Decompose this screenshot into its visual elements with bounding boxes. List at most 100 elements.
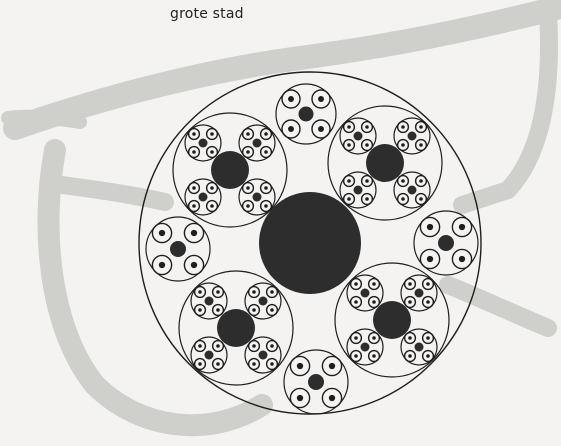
hamlet-dot [270, 290, 274, 294]
hamlet-dot [192, 150, 196, 154]
village-cluster [185, 179, 221, 215]
central-city-dot [259, 192, 361, 294]
road-top-left [8, 117, 80, 122]
hamlet-dot [198, 290, 202, 294]
village-cluster [340, 118, 376, 154]
hamlet-dot [264, 150, 268, 154]
hamlet-dot [318, 96, 324, 102]
village-dot [205, 351, 214, 360]
hamlet-dot [347, 179, 351, 183]
hamlet-dot [408, 336, 412, 340]
hamlet-dot [252, 308, 256, 312]
town-cluster [179, 271, 293, 385]
hamlet-dot [372, 336, 376, 340]
hamlet-dot [159, 262, 165, 268]
town-cluster [173, 113, 287, 227]
village-cluster [245, 337, 281, 373]
hamlet-dot [191, 262, 197, 268]
hamlet-dot [159, 230, 165, 236]
hamlet-dot [354, 282, 358, 286]
village-cluster [347, 275, 383, 311]
hamlet-dot [419, 125, 423, 129]
hamlet-dot [198, 344, 202, 348]
village-dot [253, 193, 262, 202]
village-dot [438, 235, 454, 251]
hamlet-dot [288, 126, 294, 132]
town-cluster [335, 263, 449, 377]
village-dot [408, 186, 417, 195]
hamlet-dot [264, 132, 268, 136]
village-cluster [245, 283, 281, 319]
village-dot [415, 343, 424, 352]
hamlet-dot [318, 126, 324, 132]
hamlet-dot [210, 204, 214, 208]
village-dot [170, 241, 186, 257]
village-dot [361, 343, 370, 352]
hamlet-dot [354, 300, 358, 304]
village-cluster [239, 179, 275, 215]
hamlet-dot [372, 300, 376, 304]
road-main-arc [15, 8, 556, 128]
hamlet-dot [198, 308, 202, 312]
hamlet-dot [270, 344, 274, 348]
hamlet-dot [365, 197, 369, 201]
village-cluster [284, 350, 348, 414]
hamlet-dot [401, 179, 405, 183]
hamlet-dot [216, 362, 220, 366]
hamlet-dot [408, 354, 412, 358]
village-cluster [146, 217, 210, 281]
hamlet-dot [408, 282, 412, 286]
hamlet-dot [270, 308, 274, 312]
village-cluster [394, 172, 430, 208]
village-cluster [401, 275, 437, 311]
hamlet-dot [365, 125, 369, 129]
hamlet-dot [210, 132, 214, 136]
hamlet-dot [427, 256, 433, 262]
village-dot [361, 289, 370, 298]
hamlet-dot [426, 336, 430, 340]
road-right-lower [448, 285, 548, 328]
hamlet-dot [191, 230, 197, 236]
hamlet-dot [329, 363, 335, 369]
hamlet-dot [246, 186, 250, 190]
village-dot [408, 132, 417, 141]
village-cluster [191, 337, 227, 373]
hamlet-dot [216, 344, 220, 348]
hamlet-dot [401, 197, 405, 201]
village-dot [259, 351, 268, 360]
village-dot [354, 186, 363, 195]
village-dot [253, 139, 262, 148]
hamlet-dot [297, 363, 303, 369]
hamlet-dot [210, 186, 214, 190]
hamlet-dot [288, 96, 294, 102]
hamlet-dot [246, 204, 250, 208]
hamlet-dot [264, 204, 268, 208]
town-dot [211, 151, 249, 189]
hamlet-dot [408, 300, 412, 304]
village-cluster [340, 172, 376, 208]
village-dot [299, 107, 314, 122]
hamlet-dot [252, 362, 256, 366]
hamlet-dot [401, 143, 405, 147]
hamlet-dot [192, 186, 196, 190]
hamlet-dot [426, 300, 430, 304]
town-cluster [328, 106, 442, 220]
hamlet-dot [426, 282, 430, 286]
hamlet-dot [329, 395, 335, 401]
hamlet-dot [401, 125, 405, 129]
village-cluster [401, 329, 437, 365]
hamlet-dot [216, 290, 220, 294]
hamlet-dot [192, 132, 196, 136]
village-dot [354, 132, 363, 141]
village-cluster [347, 329, 383, 365]
hamlet-dot [347, 143, 351, 147]
hamlet-dot [210, 150, 214, 154]
village-dot [415, 289, 424, 298]
hamlet-dot [427, 224, 433, 230]
village-cluster [394, 118, 430, 154]
hamlet-dot [372, 282, 376, 286]
road-right-vertical [462, 12, 549, 205]
village-cluster [239, 125, 275, 161]
hamlet-dot [192, 204, 196, 208]
